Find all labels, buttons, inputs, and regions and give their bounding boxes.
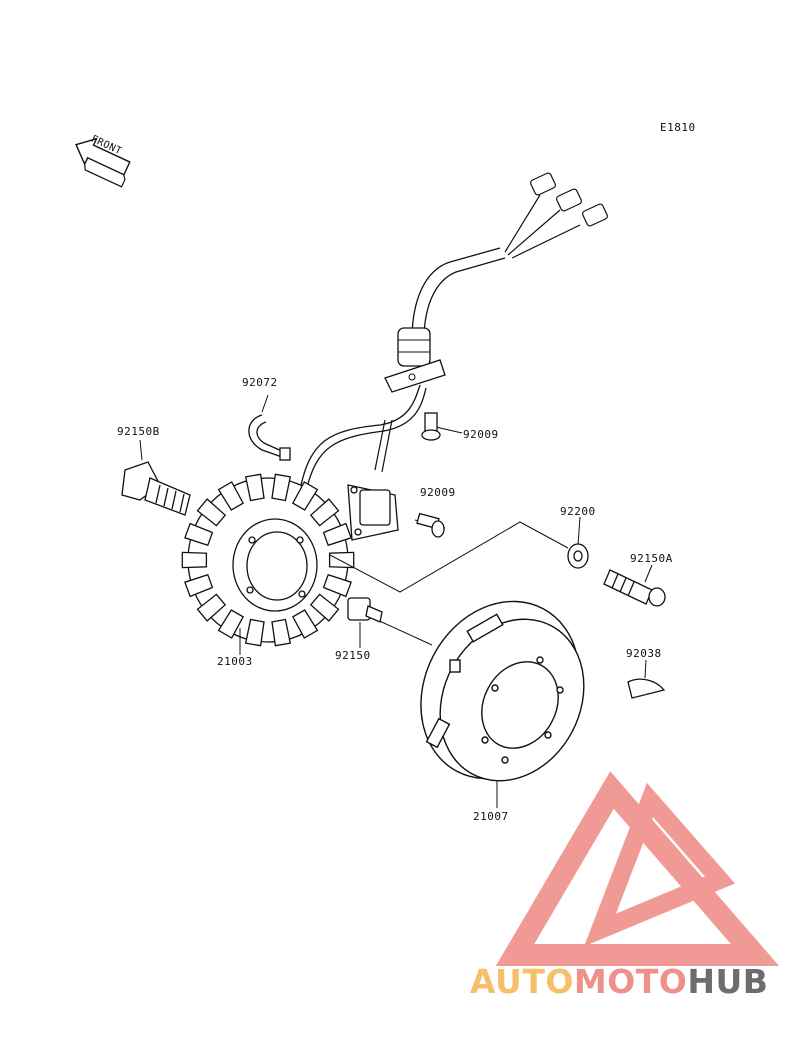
- part-label-92009-upper: 92009: [463, 428, 499, 441]
- key-92038: [627, 678, 666, 699]
- stator-tooth: [244, 473, 265, 502]
- stator-tooth: [271, 473, 292, 502]
- clamp-92072: [248, 414, 291, 461]
- stator-tooth: [184, 573, 214, 598]
- stator-tooth: [292, 481, 319, 511]
- stator-tooth: [196, 498, 227, 527]
- part-label-92038: 92038: [626, 647, 662, 660]
- pickup-coil: [347, 484, 399, 541]
- stator-tooth: [217, 481, 244, 511]
- watermark-hub: HUB: [687, 962, 769, 1001]
- stator-tooth: [184, 522, 214, 547]
- part-label-21003: 21003: [217, 655, 253, 668]
- stator-tooth: [196, 593, 227, 622]
- watermark-text: AUTOMOTOHUB: [470, 962, 768, 1001]
- stator-tooth: [309, 593, 340, 622]
- watermark-moto: MOTO: [573, 962, 688, 1001]
- bolt-92150: [347, 597, 383, 623]
- stator-tooth: [322, 573, 352, 598]
- part-label-92072: 92072: [242, 376, 278, 389]
- diagram-code: E1810: [660, 121, 696, 134]
- watermark-auto: AUTO: [470, 962, 574, 1001]
- bolt-92150B: [121, 461, 191, 516]
- washer-92200: [567, 543, 589, 569]
- part-label-92150B: 92150B: [117, 425, 160, 438]
- stator-tooth: [292, 609, 319, 639]
- screw-92009-upper: [421, 412, 441, 441]
- part-label-21007: 21007: [473, 810, 509, 823]
- stator-21003: [181, 473, 355, 647]
- stator-tooth: [322, 522, 352, 547]
- part-label-92009-lower: 92009: [420, 486, 456, 499]
- part-label-92200: 92200: [560, 505, 596, 518]
- rotor-21007: [420, 600, 585, 782]
- part-label-92150: 92150: [335, 649, 371, 662]
- stator-tooth: [309, 498, 340, 527]
- screw-92009-lower: [416, 512, 445, 538]
- part-label-92150A: 92150A: [630, 552, 673, 565]
- front-arrow-icon: [75, 137, 131, 188]
- bolt-92150A: [603, 569, 666, 607]
- wire-harness: [299, 172, 608, 493]
- watermark-logo: [495, 771, 780, 966]
- stator-tooth: [244, 618, 265, 647]
- stator-tooth: [217, 609, 244, 639]
- stator-tooth: [181, 551, 208, 569]
- stator-tooth: [271, 618, 292, 647]
